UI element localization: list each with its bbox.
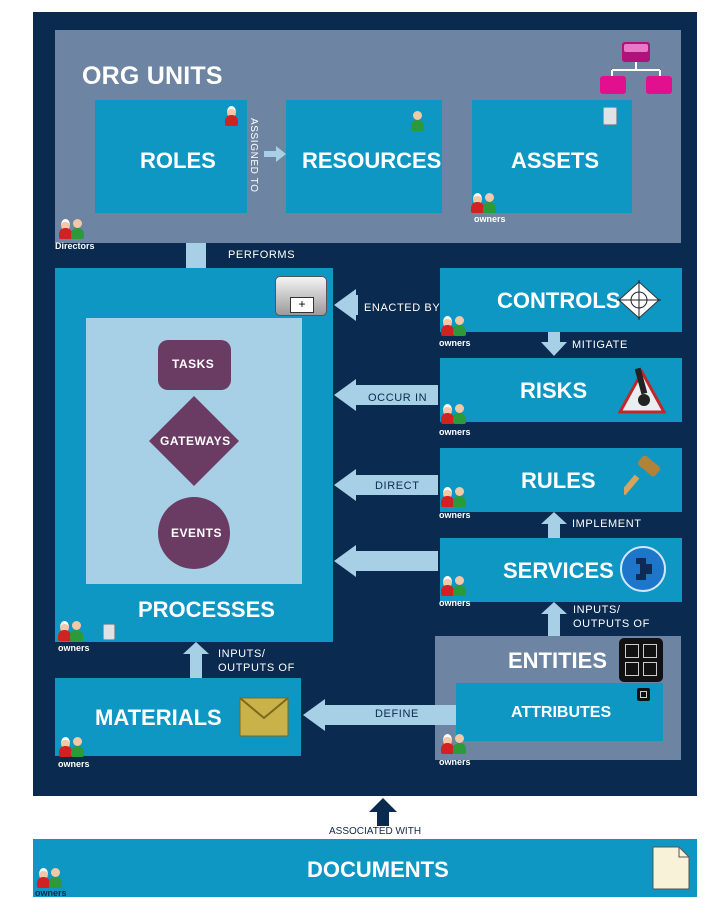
define-arrow <box>303 699 456 736</box>
enacted-by-arrow <box>334 289 438 326</box>
services-inputs-line1: INPUTS/ <box>573 604 621 616</box>
roles-box[interactable] <box>95 100 247 213</box>
implement-label: IMPLEMENT <box>572 518 642 530</box>
direct-arrow <box>334 469 438 506</box>
attributes-box[interactable] <box>456 683 663 741</box>
occur-in-label: OCCUR IN <box>368 392 428 404</box>
documents-label: DOCUMENTS <box>307 857 449 882</box>
assets-owners-caption: owners <box>474 214 506 224</box>
puzzle-globe-icon <box>618 544 668 599</box>
materials-owners-icon <box>59 737 89 759</box>
mitigate-label: MITIGATE <box>572 339 628 351</box>
rules-owners-icon <box>441 487 471 509</box>
services-owners-caption: owners <box>439 598 471 608</box>
directors-caption: Directors <box>55 241 95 251</box>
entities-owners-caption: owners <box>439 757 471 767</box>
assigned-to-label: ASSIGNED TO <box>248 118 259 193</box>
entities-label: ENTITIES <box>508 648 608 673</box>
warning-lever-icon <box>617 366 667 421</box>
occur-in-arrow <box>334 379 438 416</box>
materials-label: MATERIALS <box>95 705 222 730</box>
services-to-processes-arrow <box>334 545 438 582</box>
define-label: DEFINE <box>375 708 419 720</box>
roles-label: ROLES <box>140 148 216 173</box>
attributes-label: ATTRIBUTES <box>511 704 612 721</box>
services-owners-icon <box>441 576 471 598</box>
role-person-icon <box>225 106 238 128</box>
directors-icon <box>59 219 89 241</box>
direct-label: DIRECT <box>375 480 420 492</box>
risks-owners-caption: owners <box>439 427 471 437</box>
resource-person-icon <box>411 111 424 133</box>
controls-owners-icon <box>441 316 471 338</box>
risks-owners-icon <box>441 404 471 426</box>
gavel-icon <box>620 455 664 501</box>
assigned-to-arrow <box>264 146 286 167</box>
event-node[interactable] <box>158 497 230 569</box>
controls-label: CONTROLS <box>497 288 621 313</box>
attribute-icon <box>637 688 650 701</box>
package-icon <box>236 694 292 745</box>
org-chart-icon <box>598 40 674 98</box>
materials-inputs-arrow <box>183 642 209 683</box>
rules-label: RULES <box>521 468 596 493</box>
documents-bar[interactable] <box>33 839 697 897</box>
server-icon <box>603 107 617 125</box>
associated-with-label: ASSOCIATED WITH <box>329 826 422 837</box>
document-icon <box>651 845 691 896</box>
risks-label: RISKS <box>520 378 588 403</box>
services-inputs-arrow <box>541 602 567 641</box>
resources-label: RESOURCES <box>302 148 442 173</box>
controls-owners-caption: owners <box>439 338 471 348</box>
entity-grid-icon <box>619 638 663 682</box>
assets-owners-icon <box>471 193 501 215</box>
processes-label: PROCESSES <box>138 597 275 622</box>
gateways-label: GATEWAYS <box>160 434 231 448</box>
expand-subprocess-icon[interactable]: + <box>275 276 327 316</box>
task-node[interactable] <box>158 340 231 390</box>
materials-owners-caption: owners <box>58 759 90 769</box>
assets-label: ASSETS <box>511 148 600 173</box>
events-label: EVENTS <box>171 526 223 540</box>
gateway-node[interactable] <box>149 396 239 491</box>
materials-inputs-line2: OUTPUTS OF <box>218 662 295 674</box>
services-inputs-line2: OUTPUTS OF <box>573 618 650 630</box>
rules-owners-caption: owners <box>439 510 471 520</box>
target-icon <box>617 280 661 325</box>
documents-owners-caption: owners <box>35 888 67 898</box>
org-units-title: ORG UNITS <box>82 62 223 90</box>
materials-inputs-line1: INPUTS/ <box>218 648 266 660</box>
processes-server-icon <box>103 624 115 640</box>
enacted-by-label: ENACTED BY <box>364 302 441 314</box>
tasks-label: TASKS <box>172 357 215 371</box>
performs-label: PERFORMS <box>228 249 296 261</box>
mitigate-arrow <box>541 332 567 361</box>
implement-arrow <box>541 512 567 543</box>
processes-owners-icon <box>58 621 88 643</box>
entities-owners-icon <box>441 734 471 756</box>
associated-with-arrow <box>369 798 397 831</box>
processes-owners-caption: owners <box>58 643 90 653</box>
documents-owners-icon <box>37 868 67 890</box>
services-label: SERVICES <box>503 558 614 583</box>
